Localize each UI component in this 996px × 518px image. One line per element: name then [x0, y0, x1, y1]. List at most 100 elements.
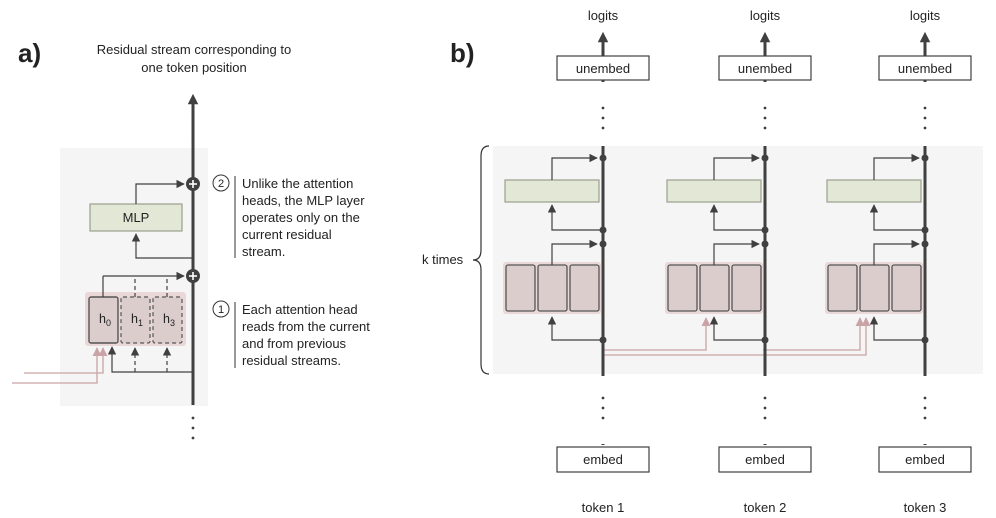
- note-mlp: 2 Unlike the attention heads, the MLP la…: [212, 174, 365, 259]
- add-node: [921, 154, 929, 162]
- mlp-box: [504, 179, 600, 203]
- attention-head: [859, 264, 890, 312]
- ellipsis-dot: [763, 396, 767, 400]
- note-attention-line: and from previous: [242, 336, 347, 351]
- unembed-box: [718, 55, 812, 81]
- unembed-label: unembed: [576, 61, 630, 76]
- ellipsis-dot: [763, 106, 767, 110]
- k-times-label: k times: [422, 252, 464, 267]
- panel-b-letter: b): [450, 38, 475, 68]
- ellipsis-dot: [763, 126, 767, 130]
- note-mlp-line: stream.: [242, 244, 285, 259]
- head-1-label: h1: [131, 312, 143, 328]
- ellipsis-dot: [923, 126, 927, 130]
- attention-head: [505, 264, 536, 312]
- ellipsis-dot: [191, 416, 195, 420]
- note-mlp-line: current residual: [242, 227, 332, 242]
- attention-head: [891, 264, 922, 312]
- previous-stream-input: [12, 347, 102, 384]
- head-3-label: h3: [163, 312, 175, 328]
- unembed-label: unembed: [738, 61, 792, 76]
- attention-block: h0 h1 h3: [12, 269, 200, 384]
- panel-a-letter: a): [18, 38, 41, 68]
- note-marker-2-text: 2: [218, 178, 224, 190]
- attention-head: [699, 264, 730, 312]
- add-node: [599, 154, 607, 162]
- layer-background: [60, 148, 208, 406]
- residual-stream: [187, 93, 199, 446]
- embed-box: [878, 446, 972, 473]
- embed-label: embed: [745, 452, 785, 467]
- embed-box: [718, 446, 812, 473]
- branch-node: [599, 336, 607, 344]
- embed-box: [556, 446, 650, 473]
- panel-a-title-line1: Residual stream corresponding to: [97, 42, 291, 57]
- add-node: [761, 240, 769, 248]
- attention-head-1: [120, 296, 151, 344]
- embed-label: embed: [905, 452, 945, 467]
- unembed-label: unembed: [898, 61, 952, 76]
- ellipsis-dot: [601, 106, 605, 110]
- branch-node: [921, 226, 929, 234]
- ellipsis-dot: [601, 116, 605, 120]
- head-0-label: h0: [99, 312, 111, 328]
- note-mlp-line: heads, the MLP layer: [242, 193, 365, 208]
- note-attention-line: residual streams.: [242, 353, 341, 368]
- note-mlp-line: Unlike the attention: [242, 176, 353, 191]
- attention-head: [827, 264, 858, 312]
- note-attention-line: Each attention head: [242, 302, 358, 317]
- logits-label: logits: [750, 8, 781, 23]
- panel-a: a) Residual stream corresponding to one …: [12, 38, 370, 446]
- token-column: logits unembed embed token 2: [665, 8, 812, 515]
- ellipsis-dot: [191, 136, 195, 140]
- ellipsis-dot: [923, 396, 927, 400]
- ellipsis-dot: [601, 416, 605, 420]
- note-mlp-line: operates only on the: [242, 210, 360, 225]
- mlp-label: MLP: [123, 210, 150, 225]
- note-marker-1-text: 1: [218, 304, 224, 316]
- attention-head-3: [152, 296, 183, 344]
- branch-node: [921, 336, 929, 344]
- mlp-box: [666, 179, 762, 203]
- logits-label: logits: [588, 8, 619, 23]
- attention-head: [731, 264, 762, 312]
- add-node: [921, 240, 929, 248]
- mlp-box: [89, 203, 183, 232]
- note-marker-2: [212, 174, 230, 192]
- token-column: logits unembed embed token 3: [825, 8, 972, 515]
- unembed-box: [556, 55, 650, 81]
- k-times-brace: [472, 145, 490, 375]
- panel-a-title-line2: one token position: [141, 60, 247, 75]
- add-node: [599, 240, 607, 248]
- ellipsis-dot: [763, 416, 767, 420]
- note-attention-line: reads from the current: [242, 319, 370, 334]
- add-node: [761, 154, 769, 162]
- ellipsis-dot: [601, 126, 605, 130]
- ellipsis-dot: [923, 406, 927, 410]
- attention-head: [569, 264, 600, 312]
- note-attention: 1 Each attention head reads from the cur…: [212, 300, 370, 368]
- ellipsis-dot: [601, 406, 605, 410]
- ellipsis-dot: [923, 116, 927, 120]
- ellipsis-dot: [763, 406, 767, 410]
- branch-node: [761, 336, 769, 344]
- ellipsis-dot: [763, 116, 767, 120]
- mlp-block: MLP: [89, 177, 200, 259]
- ellipsis-dot: [923, 106, 927, 110]
- note-marker-1: [212, 300, 230, 318]
- ellipsis-dot: [191, 116, 195, 120]
- previous-stream-input: [24, 347, 108, 374]
- ellipsis-dot: [191, 426, 195, 430]
- ellipsis-dot: [601, 396, 605, 400]
- logits-label: logits: [910, 8, 941, 23]
- branch-node: [599, 226, 607, 234]
- ellipsis-dot: [191, 126, 195, 130]
- token-label: token 3: [904, 500, 947, 515]
- branch-node: [761, 226, 769, 234]
- embed-label: embed: [583, 452, 623, 467]
- cross-token-arrows: [603, 317, 871, 356]
- token-label: token 2: [744, 500, 787, 515]
